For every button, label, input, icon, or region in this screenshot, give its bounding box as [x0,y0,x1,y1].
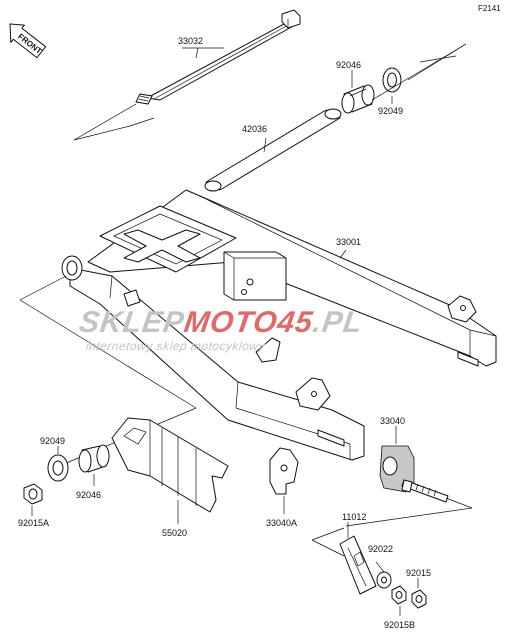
nut-92015 [411,589,427,609]
swingarm-33001 [61,189,497,461]
watermark-part2: MOTO [182,306,280,339]
figure-code: F2141 [478,4,501,13]
part-label: 33001 [336,237,361,247]
watermark: SKLEPMOTO45.PL internetowy sklep motocyk… [77,306,365,353]
oil-seal-92049-left [47,454,69,482]
svg-text:SKLEPMOTO45.PL: SKLEPMOTO45.PL [77,306,365,339]
watermark-part3: 45 [274,306,315,339]
part-label: 55020 [162,528,187,538]
part-label: 92046 [336,60,361,70]
part-label: 11012 [342,512,366,522]
part-labels: 33032 92046 92049 42036 33001 33040 9204… [18,36,431,630]
part-label: 92049 [40,436,65,446]
part-label: 92015B [384,620,415,630]
needle-bearing-92046-top [341,84,375,114]
part-label: 33032 [178,36,203,46]
part-label: 92049 [378,106,403,116]
washer-92022 [376,571,392,589]
front-direction-arrow: FRONT [9,23,47,59]
pivot-shaft-33032 [135,9,301,105]
chain-adjuster-plate-33040A [269,447,299,495]
watermark-tagline: internetowy sklep motocyklowy [85,339,266,353]
block-11012 [339,535,377,595]
part-label: 92046 [76,490,101,500]
oil-seal-92049-top [382,67,402,93]
chain-slipper-55020 [111,417,229,513]
part-label: 33040A [266,518,297,528]
part-label: 92022 [368,544,393,554]
nut-92015B [391,585,407,605]
needle-bearing-92046-left [78,444,110,473]
collar-92015A [23,483,43,505]
watermark-part1: SKLEP [77,306,187,339]
part-label: 92015 [406,568,431,578]
part-label: 92015A [18,518,49,528]
chain-adjuster-33040 [379,445,449,503]
part-label: 33040 [380,416,405,426]
part-label: 42036 [242,124,267,134]
spacer-collar-42036 [204,108,342,192]
watermark-part4: .PL [311,306,365,339]
